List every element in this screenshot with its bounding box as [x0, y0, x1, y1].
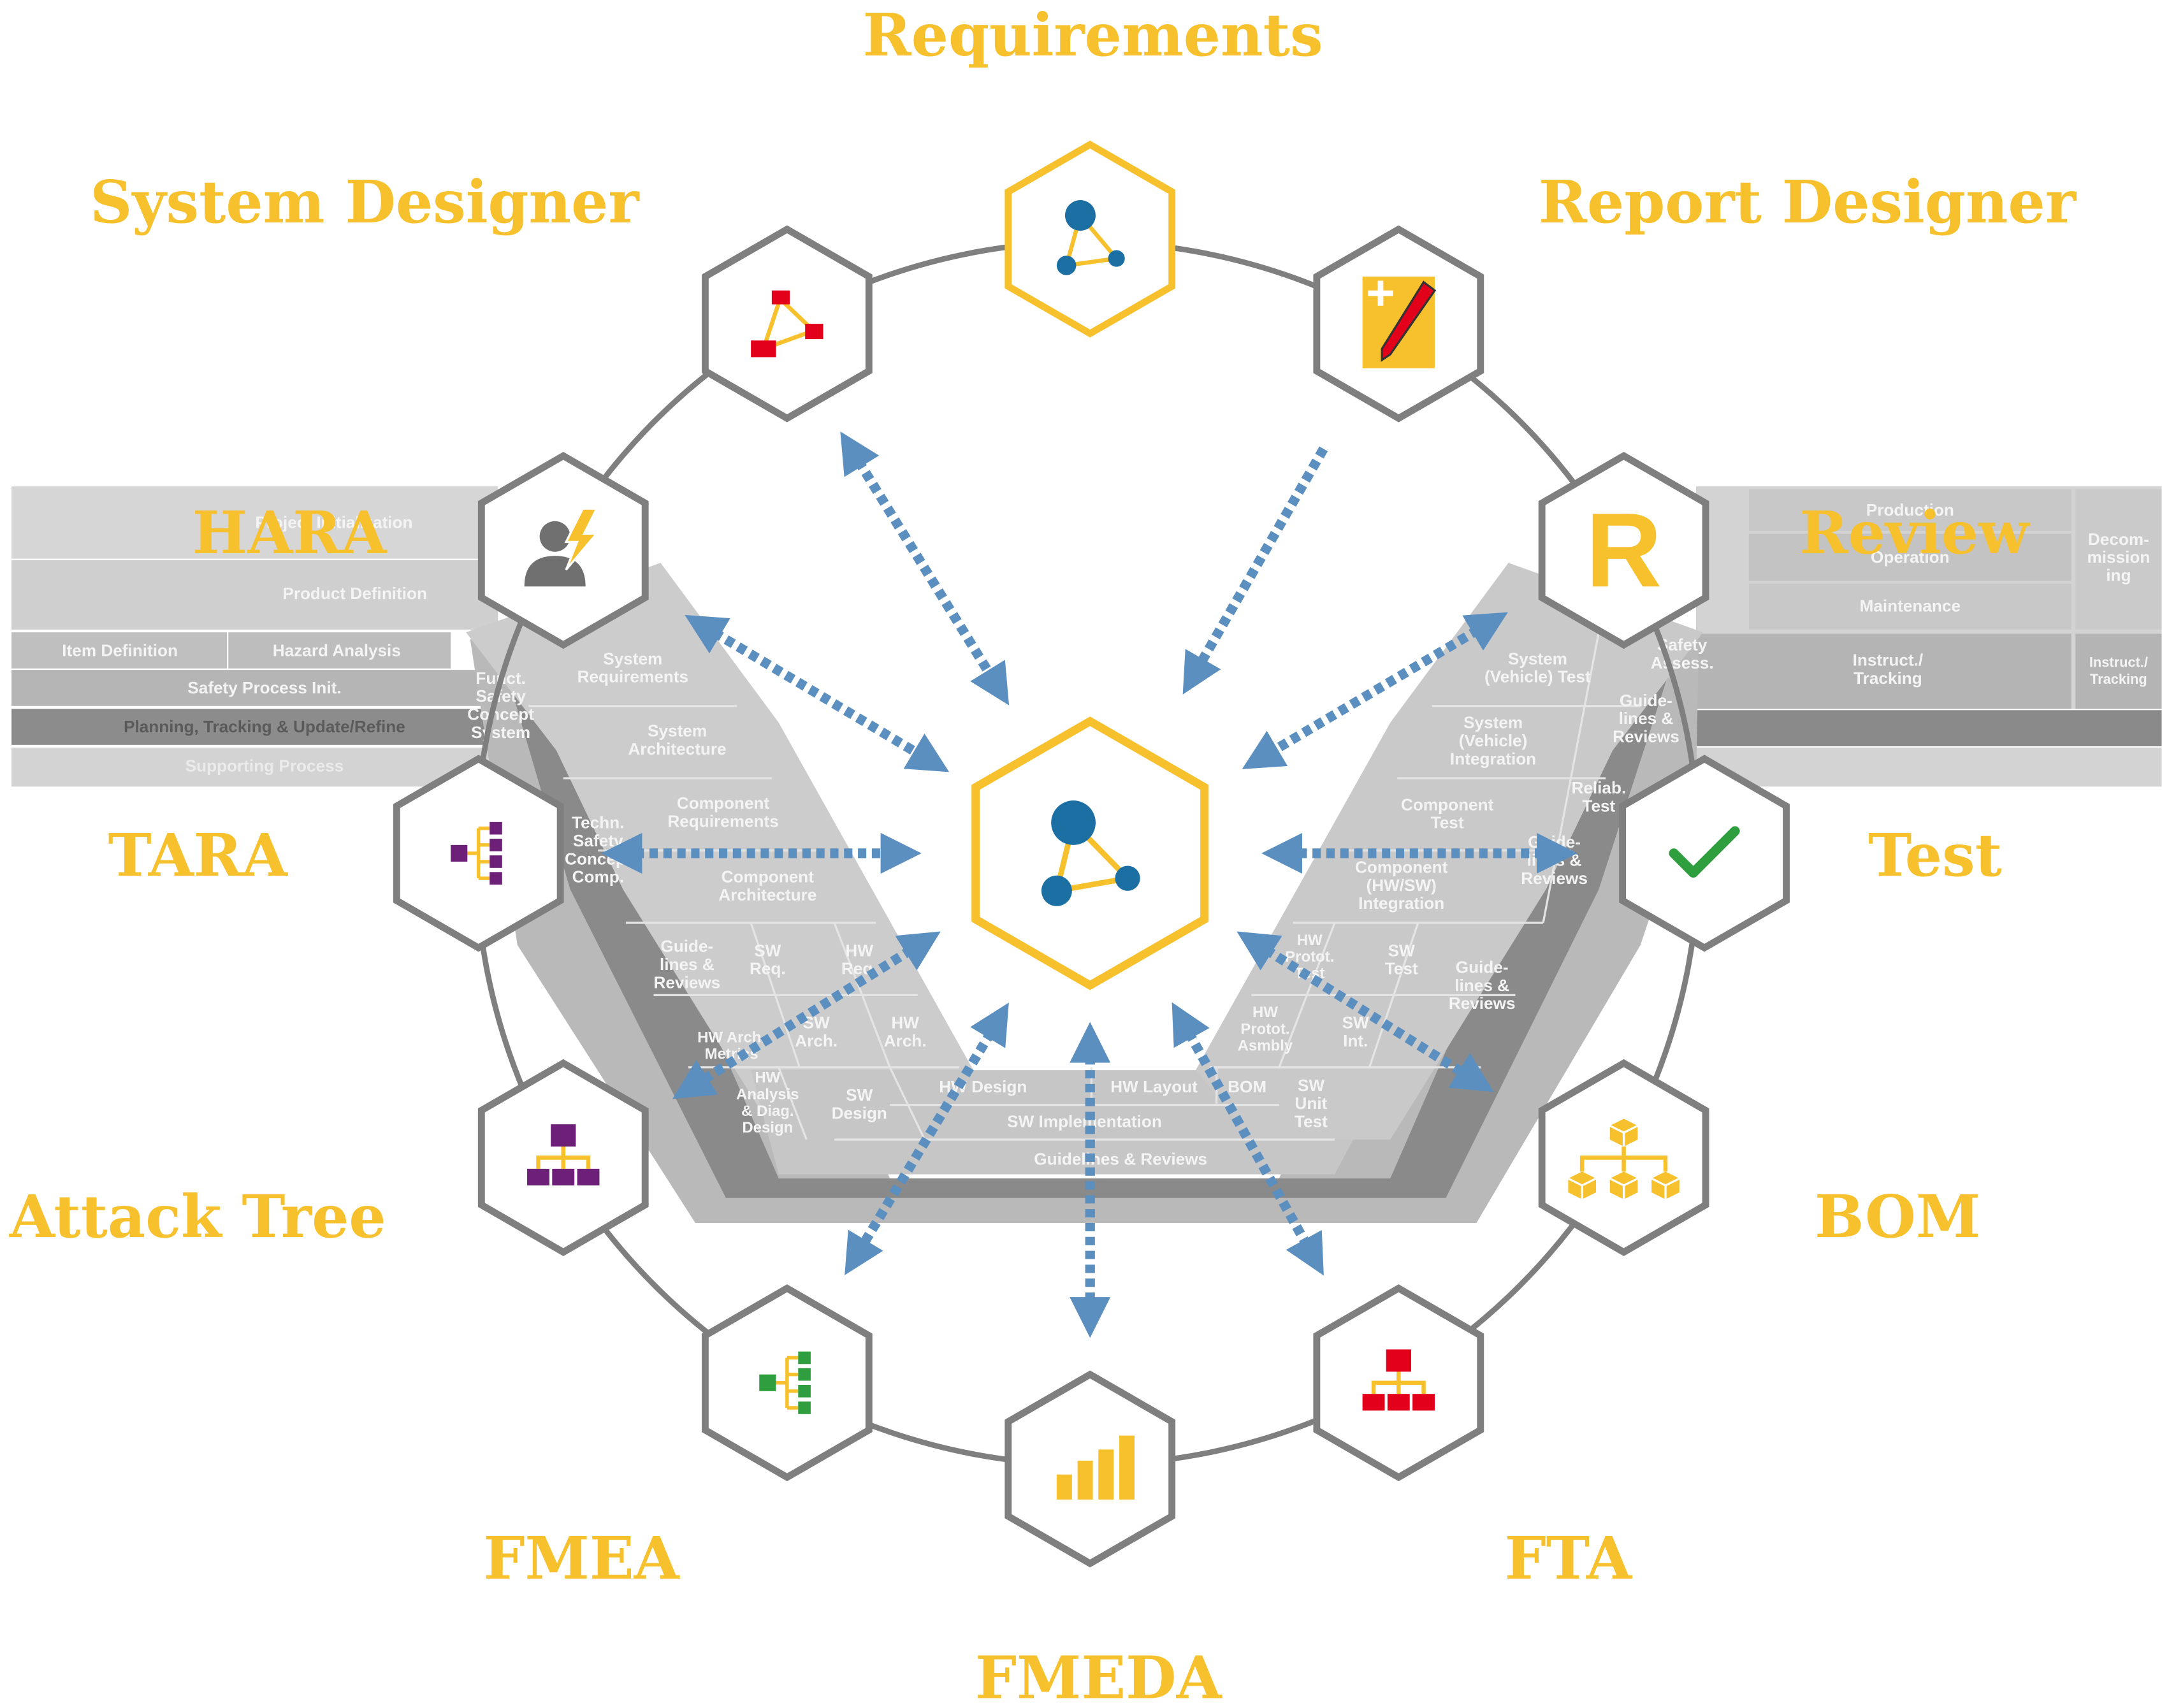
review-label[interactable]: Review	[1800, 498, 2031, 567]
report-designer-module[interactable]	[1313, 225, 1484, 423]
test-checkmark-icon	[1669, 826, 1740, 878]
system-designer-label[interactable]: System Designer	[90, 168, 640, 236]
connection-arrow	[845, 1002, 1009, 1275]
v-item-definition: Item Definition	[62, 640, 178, 660]
requirements-module[interactable]	[1005, 140, 1176, 338]
system-designer-hexagon	[701, 225, 873, 423]
tara-module[interactable]	[393, 755, 564, 952]
review-module[interactable]: R	[1538, 451, 1709, 649]
fmeda-module[interactable]	[1005, 1370, 1176, 1568]
requirements-hexagon	[1005, 140, 1176, 338]
test-label[interactable]: Test	[1868, 821, 2002, 890]
report-designer-label[interactable]: Report Designer	[1539, 168, 2077, 236]
v-project-initialization: Project Initialization	[255, 513, 412, 532]
v-guidelines-bottom: Guidelines & Reviews	[1034, 1149, 1207, 1168]
v-guidelines-r2: Guide-lines &Reviews	[1521, 832, 1588, 888]
hara-label[interactable]: HARA	[192, 498, 388, 567]
fmeda-bar-chart-icon	[1056, 1435, 1135, 1500]
tara-tree-icon	[451, 821, 502, 885]
v-planning-tracking: Planning, Tracking & Update/Refine	[124, 717, 405, 736]
v-component-hwsw-integration: Component(HW/SW)Integration	[1355, 857, 1448, 913]
hara-hexagon	[477, 451, 649, 649]
v-bom: BOM	[1228, 1077, 1266, 1096]
v-hw-layout: HW Layout	[1110, 1077, 1198, 1096]
connection-arrow	[1182, 446, 1328, 695]
central-network-icon	[1041, 800, 1140, 906]
connection-arrow	[1172, 1002, 1324, 1276]
central-hub[interactable]	[971, 716, 1209, 990]
fmea-label[interactable]: FMEA	[483, 1524, 680, 1593]
report-designer-pencil-icon	[1362, 276, 1437, 368]
connection-arrow	[685, 614, 950, 772]
attack-tree-module[interactable]	[477, 1059, 649, 1257]
connection-arrow	[1237, 931, 1494, 1092]
system-designer-module[interactable]	[701, 225, 873, 423]
v-reliab-test: Reliab.Test	[1571, 778, 1626, 815]
fmea-tree-icon	[759, 1351, 811, 1414]
v-guidelines-r3: Guide-lines &Reviews	[1449, 957, 1516, 1013]
connection-arrow	[840, 431, 1010, 706]
connection-arrow	[672, 931, 941, 1099]
v-guidelines-r1: Guide-lines &Reviews	[1613, 691, 1679, 746]
v-model-left-panel: Project Initialization Product Definitio…	[11, 486, 498, 787]
connection-arrows	[601, 431, 1578, 1338]
v-hazard-analysis: Hazard Analysis	[273, 640, 401, 660]
requirements-network-icon	[1056, 200, 1125, 275]
v-instruct-tracking-1: Instruct./Tracking	[1853, 651, 1924, 688]
v-safety-process-init: Safety Process Init.	[187, 678, 341, 697]
fta-label[interactable]: FTA	[1505, 1524, 1633, 1593]
module-hexagons: R	[393, 140, 1790, 1568]
fta-hierarchy-icon	[1362, 1349, 1435, 1411]
tara-label[interactable]: TARA	[108, 821, 289, 890]
v-product-definition: Product Definition	[282, 584, 427, 603]
v-guidelines-left: Guide-lines &Reviews	[653, 937, 720, 992]
v-instruct-tracking-2: Instruct./Tracking	[2089, 655, 2148, 687]
attack-tree-label[interactable]: Attack Tree	[9, 1182, 386, 1251]
v-production: Production	[1866, 500, 1954, 519]
bom-module[interactable]	[1538, 1059, 1709, 1257]
test-module[interactable]	[1619, 755, 1790, 952]
fta-module[interactable]	[1313, 1284, 1484, 1482]
bom-cubes-icon	[1567, 1118, 1680, 1199]
review-r-icon: R	[1586, 491, 1662, 609]
fmeda-label[interactable]: FMEDA	[975, 1644, 1223, 1708]
test-hexagon	[1619, 755, 1790, 952]
v-model-right-panel: Production Operation Maintenance Decom-m…	[1695, 486, 2162, 787]
v-sw-implementation: SW Implementation	[1007, 1111, 1162, 1131]
attack-tree-hierarchy-icon	[527, 1124, 600, 1186]
connection-arrow	[1242, 612, 1508, 769]
v-operation: Operation	[1871, 547, 1950, 567]
requirements-label[interactable]: Requirements	[863, 1, 1323, 69]
v-supporting-process: Supporting Process	[185, 756, 344, 775]
v-maintenance: Maintenance	[1860, 596, 1961, 615]
hara-person-lightning-icon	[524, 507, 599, 587]
review-icon-letter: R	[1586, 491, 1662, 609]
review-hexagon	[1538, 451, 1709, 649]
bom-label[interactable]: BOM	[1815, 1182, 1980, 1251]
system-designer-network-icon	[751, 290, 823, 358]
hara-module[interactable]	[477, 451, 649, 649]
fmea-module[interactable]	[701, 1284, 873, 1482]
